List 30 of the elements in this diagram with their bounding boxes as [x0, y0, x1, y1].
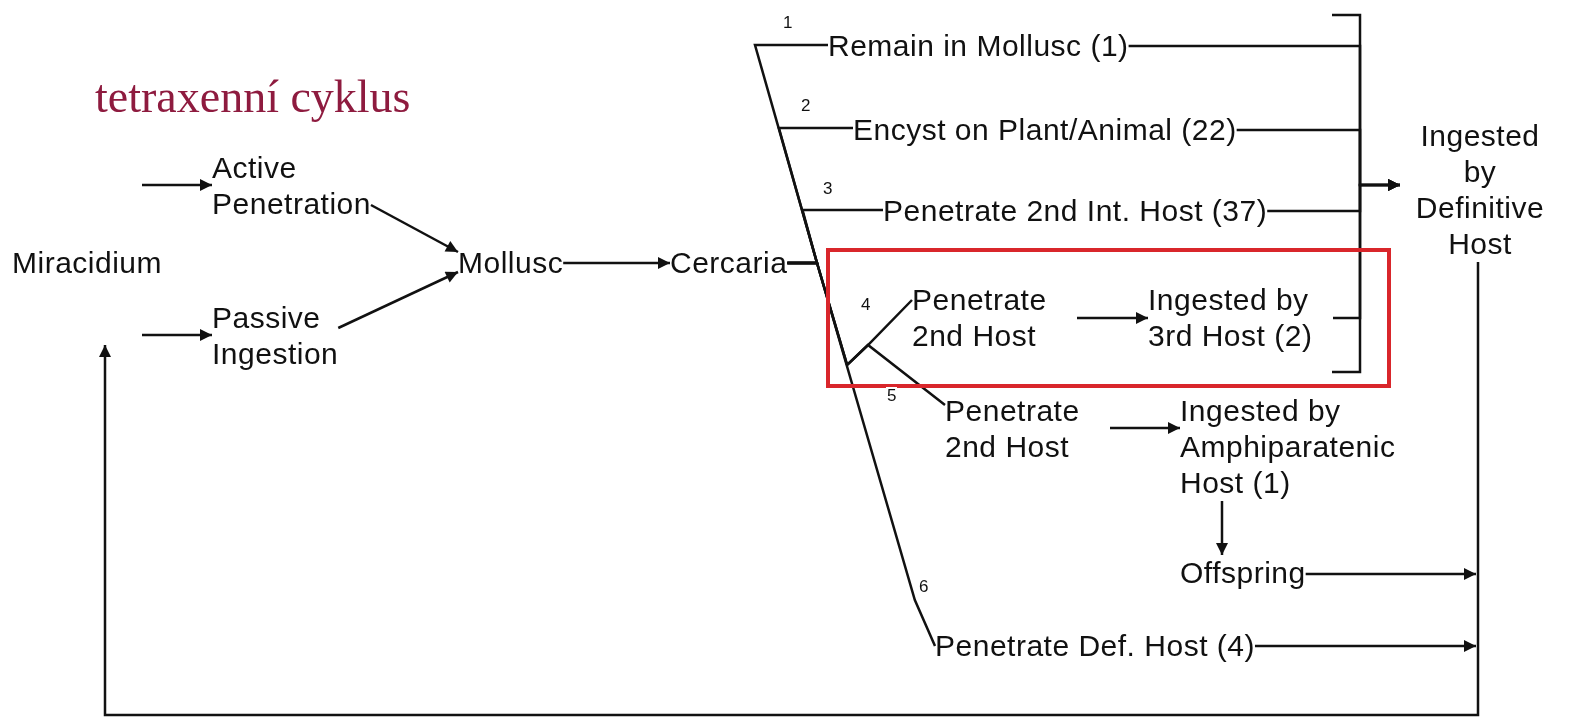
stage-label: Offspring	[1180, 555, 1306, 591]
arrow	[99, 262, 1480, 717]
arrow	[337, 270, 459, 330]
stage-label: Ingested by Amphiparatenic Host (1)	[1180, 393, 1397, 501]
branch-line	[787, 261, 937, 647]
stage-label: Penetrate Def. Host (4)	[935, 628, 1255, 664]
arrow	[142, 329, 212, 341]
arrow	[1216, 501, 1228, 555]
stage-label: Mollusc	[458, 245, 564, 281]
stage-label: Penetrate 2nd Host	[945, 393, 1081, 465]
stage-label: Ingested by 3rd Host (2)	[1148, 282, 1314, 354]
stage-label: Encyst on Plant/Animal (22)	[853, 112, 1237, 148]
diagram-title: tetraxenní cyklus	[95, 70, 411, 123]
stage-label: Penetrate 2nd Int. Host (37)	[883, 193, 1268, 229]
arrow	[370, 203, 459, 254]
stage-label: Passive Ingestion	[212, 300, 339, 372]
highlight-box	[826, 248, 1391, 388]
arrow	[1110, 422, 1180, 434]
stage-label: Cercaria	[670, 245, 788, 281]
stage-label: Ingested by Definitive Host	[1415, 118, 1545, 262]
stage-label: Remain in Mollusc (1)	[828, 28, 1129, 64]
arrow	[1077, 312, 1148, 324]
arrow	[1254, 640, 1476, 652]
arrow	[1305, 568, 1476, 580]
arrow	[563, 257, 670, 269]
stage-label: Active Penetration	[212, 150, 371, 222]
stage-label: Miracidium	[12, 245, 163, 281]
arrow	[142, 179, 212, 191]
arrow	[1333, 179, 1400, 320]
stage-label: Penetrate 2nd Host	[912, 282, 1048, 354]
